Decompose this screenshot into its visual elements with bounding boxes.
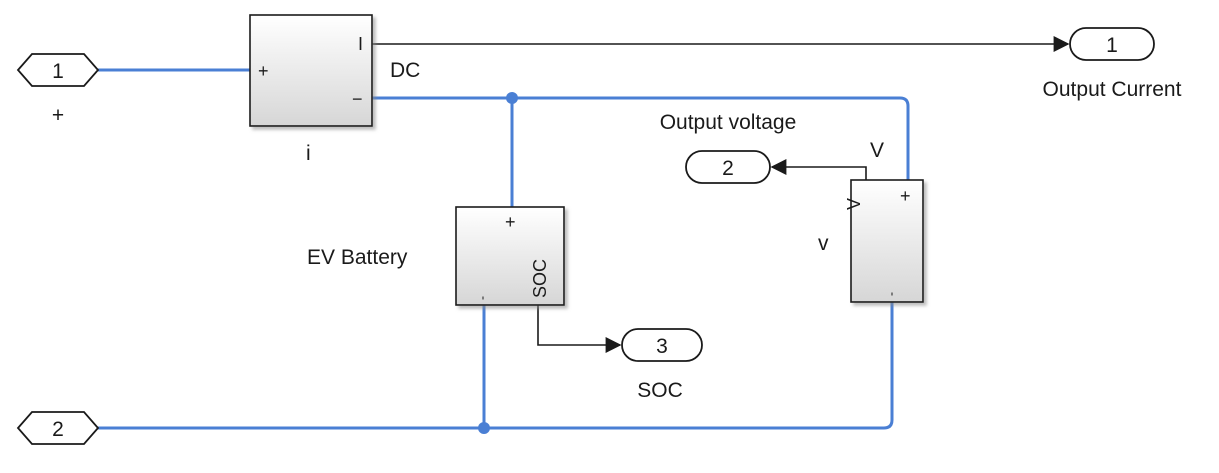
inport-1[interactable]: 1 [16,53,100,87]
voltage-sensor-port-v: V [844,198,864,210]
physical-connections [98,68,910,434]
wire-inport2-to-vsensor-minus[interactable] [98,302,894,430]
inport-1-caption: + [52,104,64,127]
outport-2-caption: Output voltage [660,111,797,134]
ev-battery-block[interactable]: + ˌ SOC [455,206,565,306]
outport-2[interactable]: 2 [685,150,771,184]
inport-1-number: 1 [52,60,64,83]
outport-1-number: 1 [1106,34,1118,57]
inport-2-number: 2 [52,418,64,441]
voltage-sensor-port-plus: + [900,186,911,206]
junction-dot-top [506,92,518,104]
junction-dot-bottom [478,422,490,434]
ev-battery-name: EV Battery [307,246,408,269]
battery-port-minus: ˌ [480,280,486,300]
battery-port-plus: + [505,212,516,232]
signal-label-v: V [870,139,884,162]
voltage-sensor-name: v [818,232,829,255]
outport-1-caption: Output Current [1043,78,1182,101]
current-sensor-port-minus: − [352,89,363,109]
current-sensor-port-plus: + [258,61,269,81]
current-sensor-port-i: I [358,34,363,54]
outport-2-number: 2 [722,157,734,180]
outport-3-caption: SOC [637,379,683,402]
signal-soc-to-outport3[interactable] [537,305,622,353]
voltage-sensor-block[interactable]: V + ˌ [844,179,924,303]
outport-3-number: 3 [656,335,668,358]
signal-voltage-to-outport2[interactable] [770,159,867,180]
current-sensor-block[interactable]: I + − [249,14,373,127]
battery-port-soc: SOC [530,259,550,298]
inport-2[interactable]: 2 [16,411,100,445]
voltage-sensor-port-minus: ˌ [889,276,895,296]
outport-3[interactable]: 3 [621,328,703,362]
signal-label-dc: DC [390,59,420,82]
outport-1[interactable]: 1 [1069,27,1155,61]
current-sensor-name: i [306,142,311,165]
wire-sensor-minus-to-vsensor-plus[interactable] [372,96,910,180]
signal-connections [372,36,1070,353]
